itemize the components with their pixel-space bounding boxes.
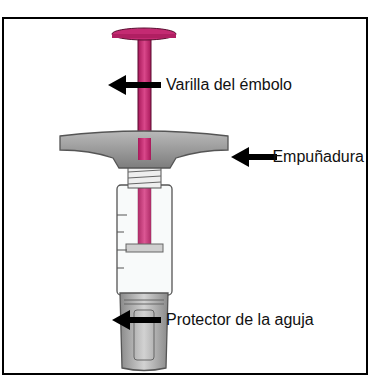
leader-arrow-shaft	[124, 82, 161, 88]
finger-grip	[60, 131, 228, 168]
leader-arrows	[108, 75, 277, 330]
plunger-rod	[138, 36, 151, 246]
leader-arrow-shaft	[128, 317, 161, 323]
leader-arrow-head	[231, 147, 249, 167]
part-label: Empuñadura	[272, 147, 364, 167]
needle-guard	[120, 293, 168, 371]
plunger-disc	[112, 28, 176, 40]
plunger-rod-inside	[138, 185, 151, 245]
frame	[3, 18, 367, 374]
plunger-disc-edge	[112, 34, 176, 38]
graduation-marks	[117, 215, 127, 268]
plunger-rod-through-grip	[138, 138, 151, 160]
barrel	[117, 185, 172, 295]
leader-arrow-head	[112, 310, 130, 330]
part-label: Varilla del émbolo	[166, 75, 292, 95]
part-label: Protector de la aguja	[166, 310, 314, 330]
plunger-stopper	[126, 244, 163, 252]
leader-arrow-head	[108, 75, 126, 95]
